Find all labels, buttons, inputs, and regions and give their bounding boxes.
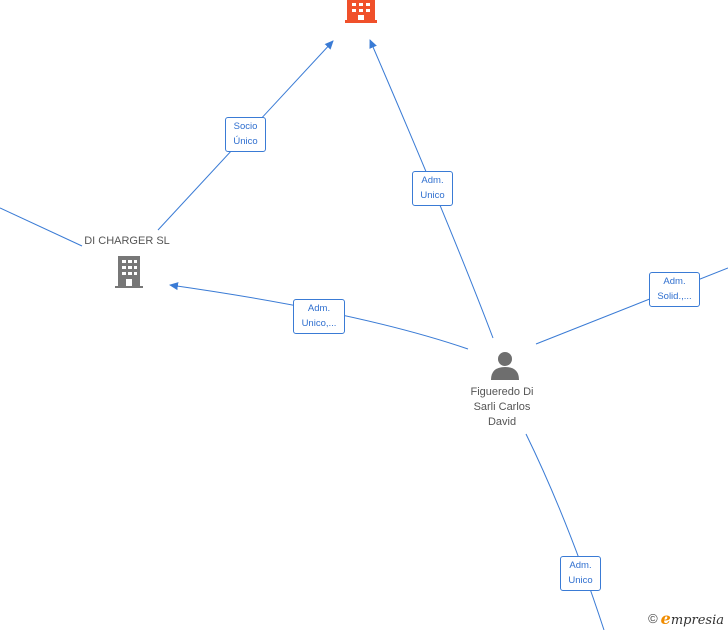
copyright-icon: ©	[648, 611, 658, 626]
edge-label-socio-unico[interactable]: Socio Único	[225, 117, 266, 152]
empresia-logo: empresia	[660, 609, 724, 628]
person-label[interactable]: Figueredo Di Sarli Carlos David	[470, 386, 534, 428]
edge-offscreen-to-di-charger	[0, 207, 83, 247]
edge-adm-unico-bottom	[525, 433, 605, 630]
edge-label-adm-unico-top[interactable]: Adm. Unico	[412, 171, 453, 206]
edge-label-adm-unico-left[interactable]: Adm. Unico,...	[293, 299, 345, 334]
edge-label-adm-solid[interactable]: Adm. Solid.,...	[649, 272, 700, 307]
building-icon[interactable]	[115, 256, 143, 288]
edge-label-adm-unico-bottom[interactable]: Adm. Unico	[560, 556, 601, 591]
building-icon[interactable]	[345, 0, 377, 23]
company-label-di-charger[interactable]: DI CHARGER SL	[84, 235, 170, 247]
person-icon[interactable]	[491, 352, 519, 380]
empresia-watermark: © empresia	[648, 609, 724, 628]
edge-adm-unico-top	[369, 39, 494, 339]
